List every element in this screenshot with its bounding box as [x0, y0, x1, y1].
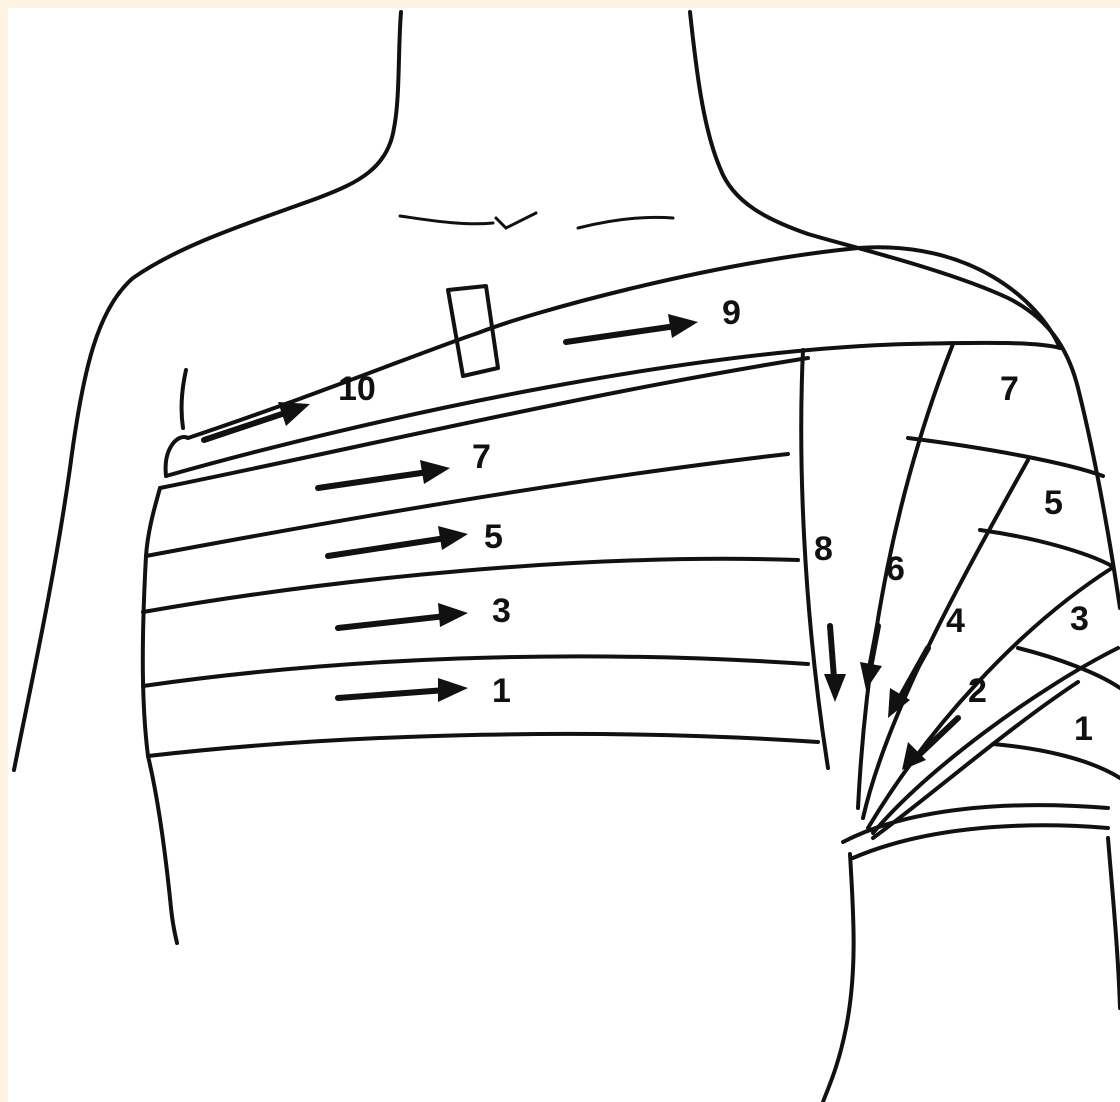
chest-left-edge: [143, 488, 160, 756]
chest-bands: [143, 247, 1060, 756]
arrow-spica-6: [860, 626, 882, 690]
shoulder-turn-label-7: 7: [1000, 370, 1019, 408]
clavicle-mid: [496, 213, 536, 228]
spica-cross-1: [908, 438, 1103, 476]
shoulder-turn-label-3: 3: [1070, 600, 1089, 638]
top-turn-label-9: 9: [722, 294, 741, 332]
arrow-turn-7: [318, 460, 450, 488]
arrow-turn-3: [338, 603, 468, 628]
shoulder-turn-label-1: 1: [1074, 710, 1093, 748]
arrow-turn-5: [328, 526, 468, 556]
chest-turn-label-1: 1: [492, 672, 511, 710]
arrow-spica-4: [888, 648, 928, 718]
shoulder-turn-label-6: 6: [886, 550, 905, 588]
chest-turn-label-7: 7: [472, 438, 491, 476]
arm-inner: [823, 854, 854, 1102]
band-edge-1: [143, 656, 808, 686]
shoulder-turn-label-5: 5: [1044, 484, 1063, 522]
top-turn-label-10: 10: [338, 370, 376, 408]
spica-cross-2: [980, 530, 1112, 566]
arrow-turn-10: [204, 402, 310, 440]
chest-turn-label-3: 3: [492, 592, 511, 630]
chest-turn-label-5: 5: [484, 518, 503, 556]
torso-left: [148, 756, 177, 943]
shoulder-turn-label-2: 2: [968, 672, 987, 710]
clavicle-right: [578, 217, 673, 228]
shoulder-turn-label-4: 4: [946, 602, 965, 640]
diagram-canvas: 1 3 5 7 9 10 1 2 3 4 5 6 7 8: [8, 8, 1120, 1102]
band-edge-bottom: [148, 734, 818, 756]
band-edge-2: [143, 559, 798, 612]
pin-tab: [448, 286, 498, 376]
body-outline: [14, 12, 1120, 1102]
spica-cross-4: [993, 744, 1120, 778]
arm-cuff-2: [853, 825, 1108, 858]
arrow-turn-9: [566, 314, 698, 342]
arm-cuff: [843, 805, 1108, 842]
bandage-diagram: 1 3 5 7 9 10 1 2 3 4 5 6 7 8: [8, 8, 1120, 1102]
clavicle-left: [400, 216, 493, 224]
arrow-turn-1: [338, 678, 468, 702]
armpit-left: [182, 370, 186, 428]
shoulder-turn-label-8: 8: [814, 530, 833, 568]
arrow-spica-8: [824, 626, 846, 702]
arm-outer: [1108, 838, 1120, 1008]
